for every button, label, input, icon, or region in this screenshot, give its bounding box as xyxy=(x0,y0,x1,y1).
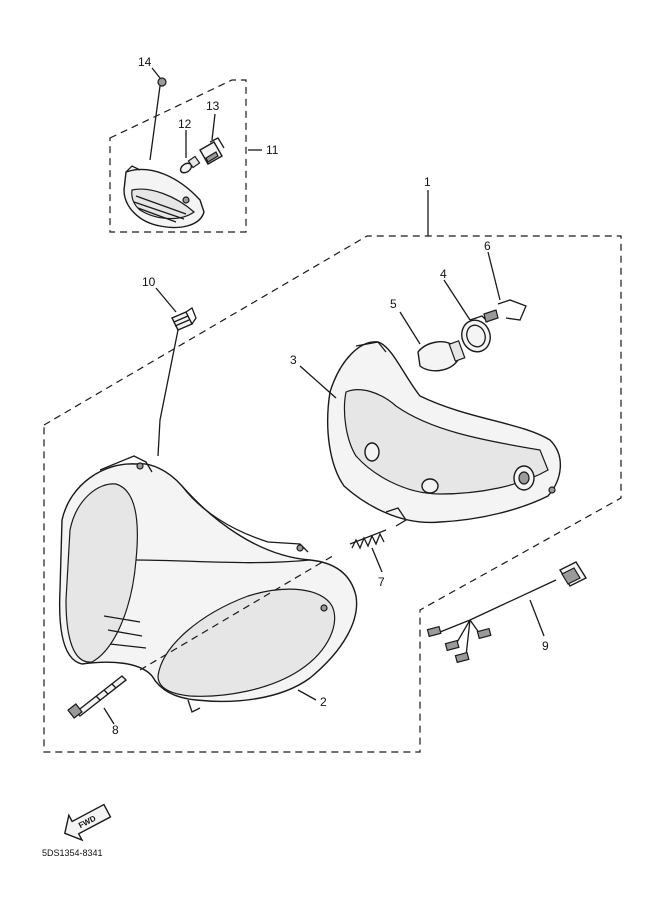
long-bolt xyxy=(67,675,128,719)
callout-3: 3 xyxy=(290,353,297,367)
bulb-holder xyxy=(461,309,499,353)
callout-10: 10 xyxy=(142,275,156,289)
callout-4: 4 xyxy=(440,267,447,281)
callout-11: 11 xyxy=(266,143,279,157)
adjust-screw xyxy=(171,307,197,331)
callout-14: 14 xyxy=(138,55,152,69)
reflector-unit xyxy=(327,341,562,527)
position-lamp-unit xyxy=(123,165,205,229)
callout-8: 8 xyxy=(112,723,119,737)
callout-12: 12 xyxy=(178,117,192,131)
wedge-bulb xyxy=(179,155,201,174)
callout-2: 2 xyxy=(320,695,327,709)
callout-1: 1 xyxy=(424,175,431,189)
assembly-1-boundary xyxy=(43,235,622,753)
callout-7: 7 xyxy=(378,575,385,589)
wire-harness xyxy=(426,561,588,664)
headlight-body xyxy=(58,455,358,713)
callout-6: 6 xyxy=(484,239,491,253)
callout-13: 13 xyxy=(206,99,220,113)
spring xyxy=(349,529,387,550)
forward-direction-arrow: FWD xyxy=(63,803,112,842)
bulb-socket xyxy=(199,137,225,165)
headlight-bulb xyxy=(417,340,466,372)
retaining-clip xyxy=(497,299,527,321)
callout-9: 9 xyxy=(542,639,549,653)
leader-lines xyxy=(103,67,545,725)
screw-small xyxy=(149,77,167,161)
diagram-code: 5DS1354-8341 xyxy=(42,848,103,858)
assembly-11-boundary xyxy=(109,79,247,233)
callout-5: 5 xyxy=(390,297,397,311)
